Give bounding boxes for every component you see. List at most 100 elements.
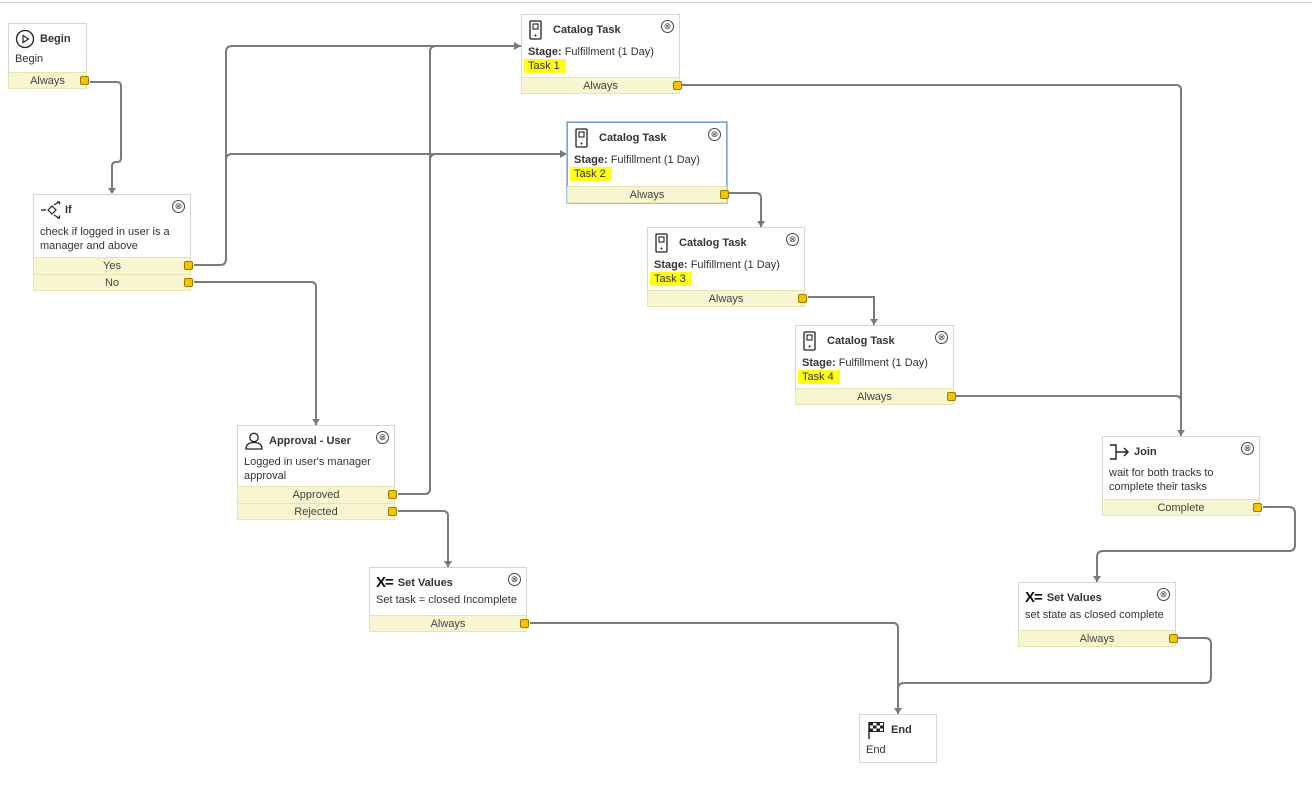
set-values-incomplete-description: Set task = closed Incomplete [376, 594, 517, 606]
set-values-complete-title: Set Values [1046, 592, 1102, 604]
catalog-task-4-title: Catalog Task [827, 335, 895, 347]
catalog-task-3-title: Catalog Task [679, 237, 747, 249]
wire-approved-to-task1 [398, 45, 521, 495]
arrow-into-task1 [514, 42, 521, 50]
close-circle-icon[interactable]: ⊗ [1241, 442, 1254, 455]
arrow-into-approval [312, 419, 320, 425]
if-node[interactable]: If ⊗ check if logged in user is a manage… [33, 194, 193, 291]
checkered-flag-icon [866, 720, 886, 740]
close-circle-icon[interactable]: ⊗ [708, 128, 721, 141]
close-circle-icon[interactable]: ⊗ [935, 331, 948, 344]
begin-description: Begin [15, 53, 44, 65]
arrow-into-setvalues1 [444, 561, 452, 567]
join-description: wait for both tracks to complete their t… [1109, 467, 1214, 493]
join-title: Join [1134, 446, 1157, 458]
set-values-incomplete-title: Set Values [397, 577, 453, 589]
join-exit-complete[interactable]: Complete [1102, 499, 1262, 516]
catalog-task-icon [654, 233, 674, 253]
catalog-task-2-stage: Stage: Fulfillment (1 Day) [574, 154, 700, 166]
end-node[interactable]: End End [859, 714, 937, 763]
arrow-into-setvalues2 [1093, 576, 1101, 582]
approval-exit-approved[interactable]: Approved [237, 486, 397, 503]
branch-icon [40, 200, 61, 220]
catalog-task-3-exit-always[interactable]: Always [647, 290, 807, 307]
wire-yes-to-task1 [194, 45, 521, 266]
catalog-task-3-exit-port[interactable] [798, 294, 807, 303]
close-circle-icon[interactable]: ⊗ [786, 233, 799, 246]
catalog-task-4-stage: Stage: Fulfillment (1 Day) [802, 357, 928, 369]
catalog-task-1-highlighted-name: Task 1 [524, 59, 566, 73]
approval-approved-port[interactable] [388, 490, 397, 499]
wire-task3-to-task4 [808, 296, 875, 325]
if-description: check if logged in user is a manager and… [40, 226, 170, 252]
wire-begin-to-if [90, 81, 122, 193]
set-values-incomplete-port[interactable] [520, 619, 529, 628]
close-circle-icon[interactable]: ⊗ [661, 20, 674, 33]
end-description: End [866, 744, 886, 756]
user-icon [244, 431, 264, 451]
wire-yes-to-task2 [225, 153, 567, 161]
join-node[interactable]: Join ⊗ wait for both tracks to complete … [1102, 436, 1262, 516]
begin-node[interactable]: Begin Begin Always [8, 23, 89, 89]
arrow-into-task2 [560, 150, 567, 158]
begin-exit-port[interactable] [80, 76, 89, 85]
wire-setvalues2-to-end [897, 637, 1212, 690]
catalog-task-4-node[interactable]: Catalog Task ⊗ Stage: Fulfillment (1 Day… [795, 325, 956, 405]
catalog-task-2-exit-always[interactable]: Always [567, 186, 729, 203]
approval-exit-rejected[interactable]: Rejected [237, 503, 397, 520]
catalog-task-2-node[interactable]: Catalog Task ⊗ Stage: Fulfillment (1 Day… [567, 122, 729, 203]
approval-user-title: Approval - User [269, 435, 351, 447]
catalog-task-4-highlighted-name: Task 4 [798, 370, 840, 384]
wire-setvalues1-to-end [530, 622, 899, 714]
if-title: If [65, 204, 72, 216]
close-circle-icon[interactable]: ⊗ [1157, 588, 1170, 601]
set-values-incomplete-exit-always[interactable]: Always [369, 615, 529, 632]
arrow-into-task3 [757, 221, 765, 227]
close-circle-icon[interactable]: ⊗ [172, 200, 185, 213]
catalog-task-icon [802, 331, 822, 351]
catalog-task-4-exit-port[interactable] [947, 392, 956, 401]
begin-title: Begin [40, 33, 71, 45]
arrow-into-if [108, 188, 116, 194]
set-values-incomplete-node[interactable]: X= Set Values ⊗ Set task = closed Incomp… [369, 567, 529, 632]
if-exit-no[interactable]: No [33, 274, 193, 291]
set-values-complete-port[interactable] [1169, 634, 1178, 643]
catalog-task-3-stage: Stage: Fulfillment (1 Day) [654, 259, 780, 271]
wire-rejected-to-setvalues1 [398, 510, 449, 567]
set-values-complete-node[interactable]: X= Set Values ⊗ set state as closed comp… [1018, 582, 1178, 647]
close-circle-icon[interactable]: ⊗ [376, 431, 389, 444]
if-no-port[interactable] [184, 278, 193, 287]
catalog-task-2-title: Catalog Task [599, 132, 667, 144]
if-yes-port[interactable] [184, 261, 193, 270]
catalog-task-3-node[interactable]: Catalog Task ⊗ Stage: Fulfillment (1 Day… [647, 227, 807, 307]
close-circle-icon[interactable]: ⊗ [508, 573, 521, 586]
arrow-into-end [894, 708, 902, 714]
begin-exit-always[interactable]: Always [8, 72, 89, 89]
catalog-task-1-exit-port[interactable] [673, 81, 682, 90]
wire-approved-to-task2 [429, 153, 567, 161]
catalog-task-1-exit-always[interactable]: Always [521, 77, 682, 94]
wire-no-to-approval [194, 281, 317, 425]
catalog-task-1-stage: Stage: Fulfillment (1 Day) [528, 46, 654, 58]
catalog-task-1-title: Catalog Task [553, 24, 621, 36]
set-values-complete-exit-always[interactable]: Always [1018, 630, 1178, 647]
wire-task2-to-task3 [729, 192, 762, 227]
wire-task4-to-join [956, 395, 1182, 402]
catalog-task-1-node[interactable]: Catalog Task ⊗ Stage: Fulfillment (1 Day… [521, 14, 682, 94]
set-values-icon: X= [376, 574, 394, 591]
catalog-task-icon [574, 128, 594, 148]
if-exit-yes[interactable]: Yes [33, 257, 193, 274]
join-complete-port[interactable] [1253, 503, 1262, 512]
top-divider [0, 2, 1312, 3]
arrow-into-join [1177, 430, 1185, 436]
catalog-task-4-exit-always[interactable]: Always [795, 388, 956, 405]
join-icon [1109, 442, 1129, 462]
catalog-task-icon [528, 20, 548, 40]
arrow-into-task4 [870, 319, 878, 325]
approval-rejected-port[interactable] [388, 507, 397, 516]
approval-user-node[interactable]: Approval - User ⊗ Logged in user's manag… [237, 425, 397, 520]
catalog-task-3-highlighted-name: Task 3 [650, 272, 692, 286]
wire-join-to-setvalues2 [1096, 506, 1296, 582]
catalog-task-2-exit-port[interactable] [720, 190, 729, 199]
